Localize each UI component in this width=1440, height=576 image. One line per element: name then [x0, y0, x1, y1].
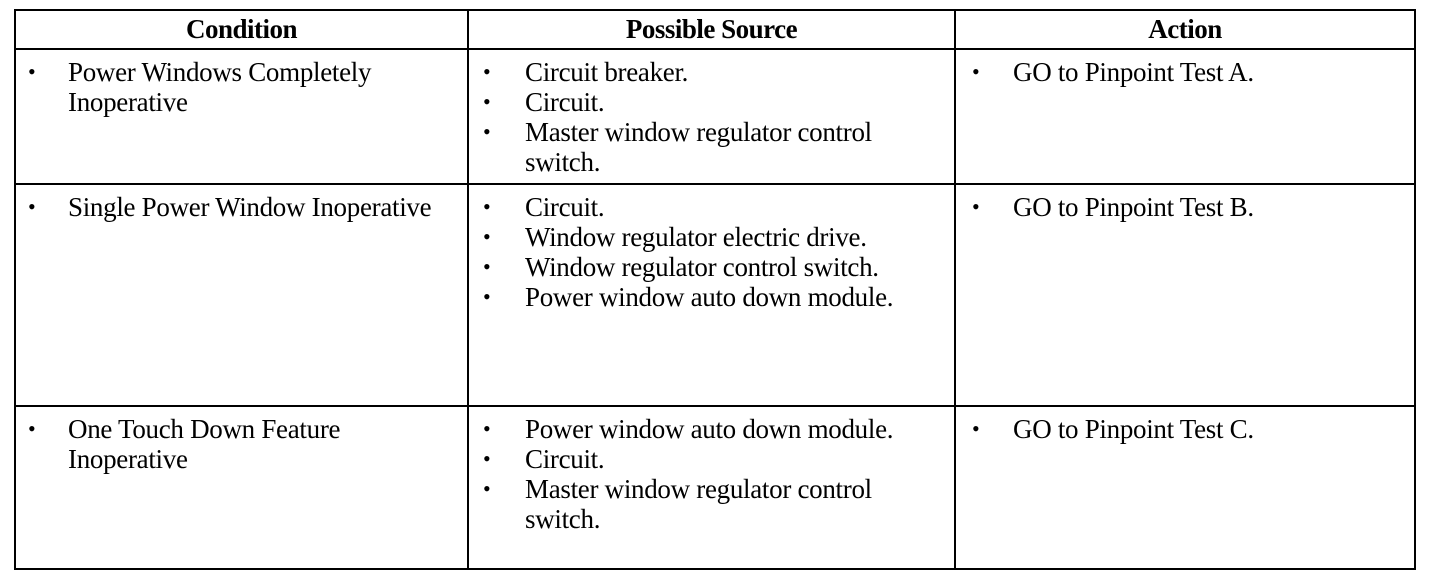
source-text: Window regulator electric drive. [525, 222, 867, 252]
source-text: Window regulator control switch. [525, 252, 879, 282]
condition-cell: • Power Windows Completely Inoperative [14, 48, 469, 185]
condition-text: Power Windows Completely Inoperative [68, 57, 372, 117]
header-row: Condition Possible Source Action [14, 9, 1416, 50]
action-text: GO to Pinpoint Test B. [1013, 192, 1254, 222]
list-item: • Circuit. [469, 87, 954, 117]
table-row: • Power Windows Completely Inoperative •… [14, 48, 1416, 185]
action-cell: • GO to Pinpoint Test C. [954, 405, 1416, 570]
list-item: • Circuit. [469, 192, 954, 222]
list-item: • Circuit breaker. [469, 57, 954, 87]
source-text: Master window regulator control switch. [525, 474, 872, 534]
action-cell: • GO to Pinpoint Test A. [954, 48, 1416, 185]
header-action: Action [954, 9, 1416, 50]
list-item: • Window regulator electric drive. [469, 222, 954, 252]
table-row: • One Touch Down Feature Inoperative • P… [14, 405, 1416, 570]
table-row: • Single Power Window Inoperative • Circ… [14, 183, 1416, 407]
possible-source-cell: • Circuit. • Window regulator electric d… [467, 183, 956, 407]
header-condition: Condition [14, 9, 469, 50]
possible-source-cell: • Circuit breaker. • Circuit. • Master w… [467, 48, 956, 185]
bullet: • [483, 59, 491, 84]
list-item: • Master window regulator control switch… [469, 474, 954, 534]
header-possible-source: Possible Source [467, 9, 956, 50]
bullet: • [483, 254, 491, 279]
bullet: • [28, 59, 36, 84]
list-item: • GO to Pinpoint Test A. [956, 57, 1414, 87]
possible-source-cell: • Power window auto down module. • Circu… [467, 405, 956, 570]
bullet: • [972, 59, 980, 84]
bullet: • [483, 416, 491, 441]
bullet: • [483, 224, 491, 249]
action-text: GO to Pinpoint Test A. [1013, 57, 1254, 87]
action-cell: • GO to Pinpoint Test B. [954, 183, 1416, 407]
source-text: Power window auto down module. [525, 414, 894, 444]
action-text: GO to Pinpoint Test C. [1013, 414, 1254, 444]
condition-cell: • Single Power Window Inoperative [14, 183, 469, 407]
source-text: Master window regulator control switch. [525, 117, 872, 177]
bullet: • [483, 89, 491, 114]
list-item: • GO to Pinpoint Test C. [956, 414, 1414, 444]
bullet: • [483, 476, 491, 501]
bullet: • [28, 416, 36, 441]
list-item: • Power Windows Completely Inoperative [16, 57, 467, 117]
source-text: Power window auto down module. [525, 282, 894, 312]
list-item: • One Touch Down Feature Inoperative [16, 414, 467, 474]
condition-cell: • One Touch Down Feature Inoperative [14, 405, 469, 570]
bullet: • [28, 194, 36, 219]
list-item: • Single Power Window Inoperative [16, 192, 467, 222]
bullet: • [972, 194, 980, 219]
list-item: • Master window regulator control switch… [469, 117, 954, 177]
bullet: • [483, 284, 491, 309]
condition-text: One Touch Down Feature Inoperative [68, 414, 341, 474]
list-item: • Power window auto down module. [469, 414, 954, 444]
bullet: • [972, 416, 980, 441]
source-text: Circuit. [525, 87, 605, 117]
list-item: • Circuit. [469, 444, 954, 474]
list-item: • Power window auto down module. [469, 282, 954, 312]
bullet: • [483, 446, 491, 471]
bullet: • [483, 119, 491, 144]
list-item: • GO to Pinpoint Test B. [956, 192, 1414, 222]
source-text: Circuit breaker. [525, 57, 689, 87]
list-item: • Window regulator control switch. [469, 252, 954, 282]
source-text: Circuit. [525, 444, 605, 474]
diagnosis-table: Condition Possible Source Action • Power… [14, 9, 1416, 570]
condition-text: Single Power Window Inoperative [68, 192, 432, 222]
source-text: Circuit. [525, 192, 605, 222]
bullet: • [483, 194, 491, 219]
